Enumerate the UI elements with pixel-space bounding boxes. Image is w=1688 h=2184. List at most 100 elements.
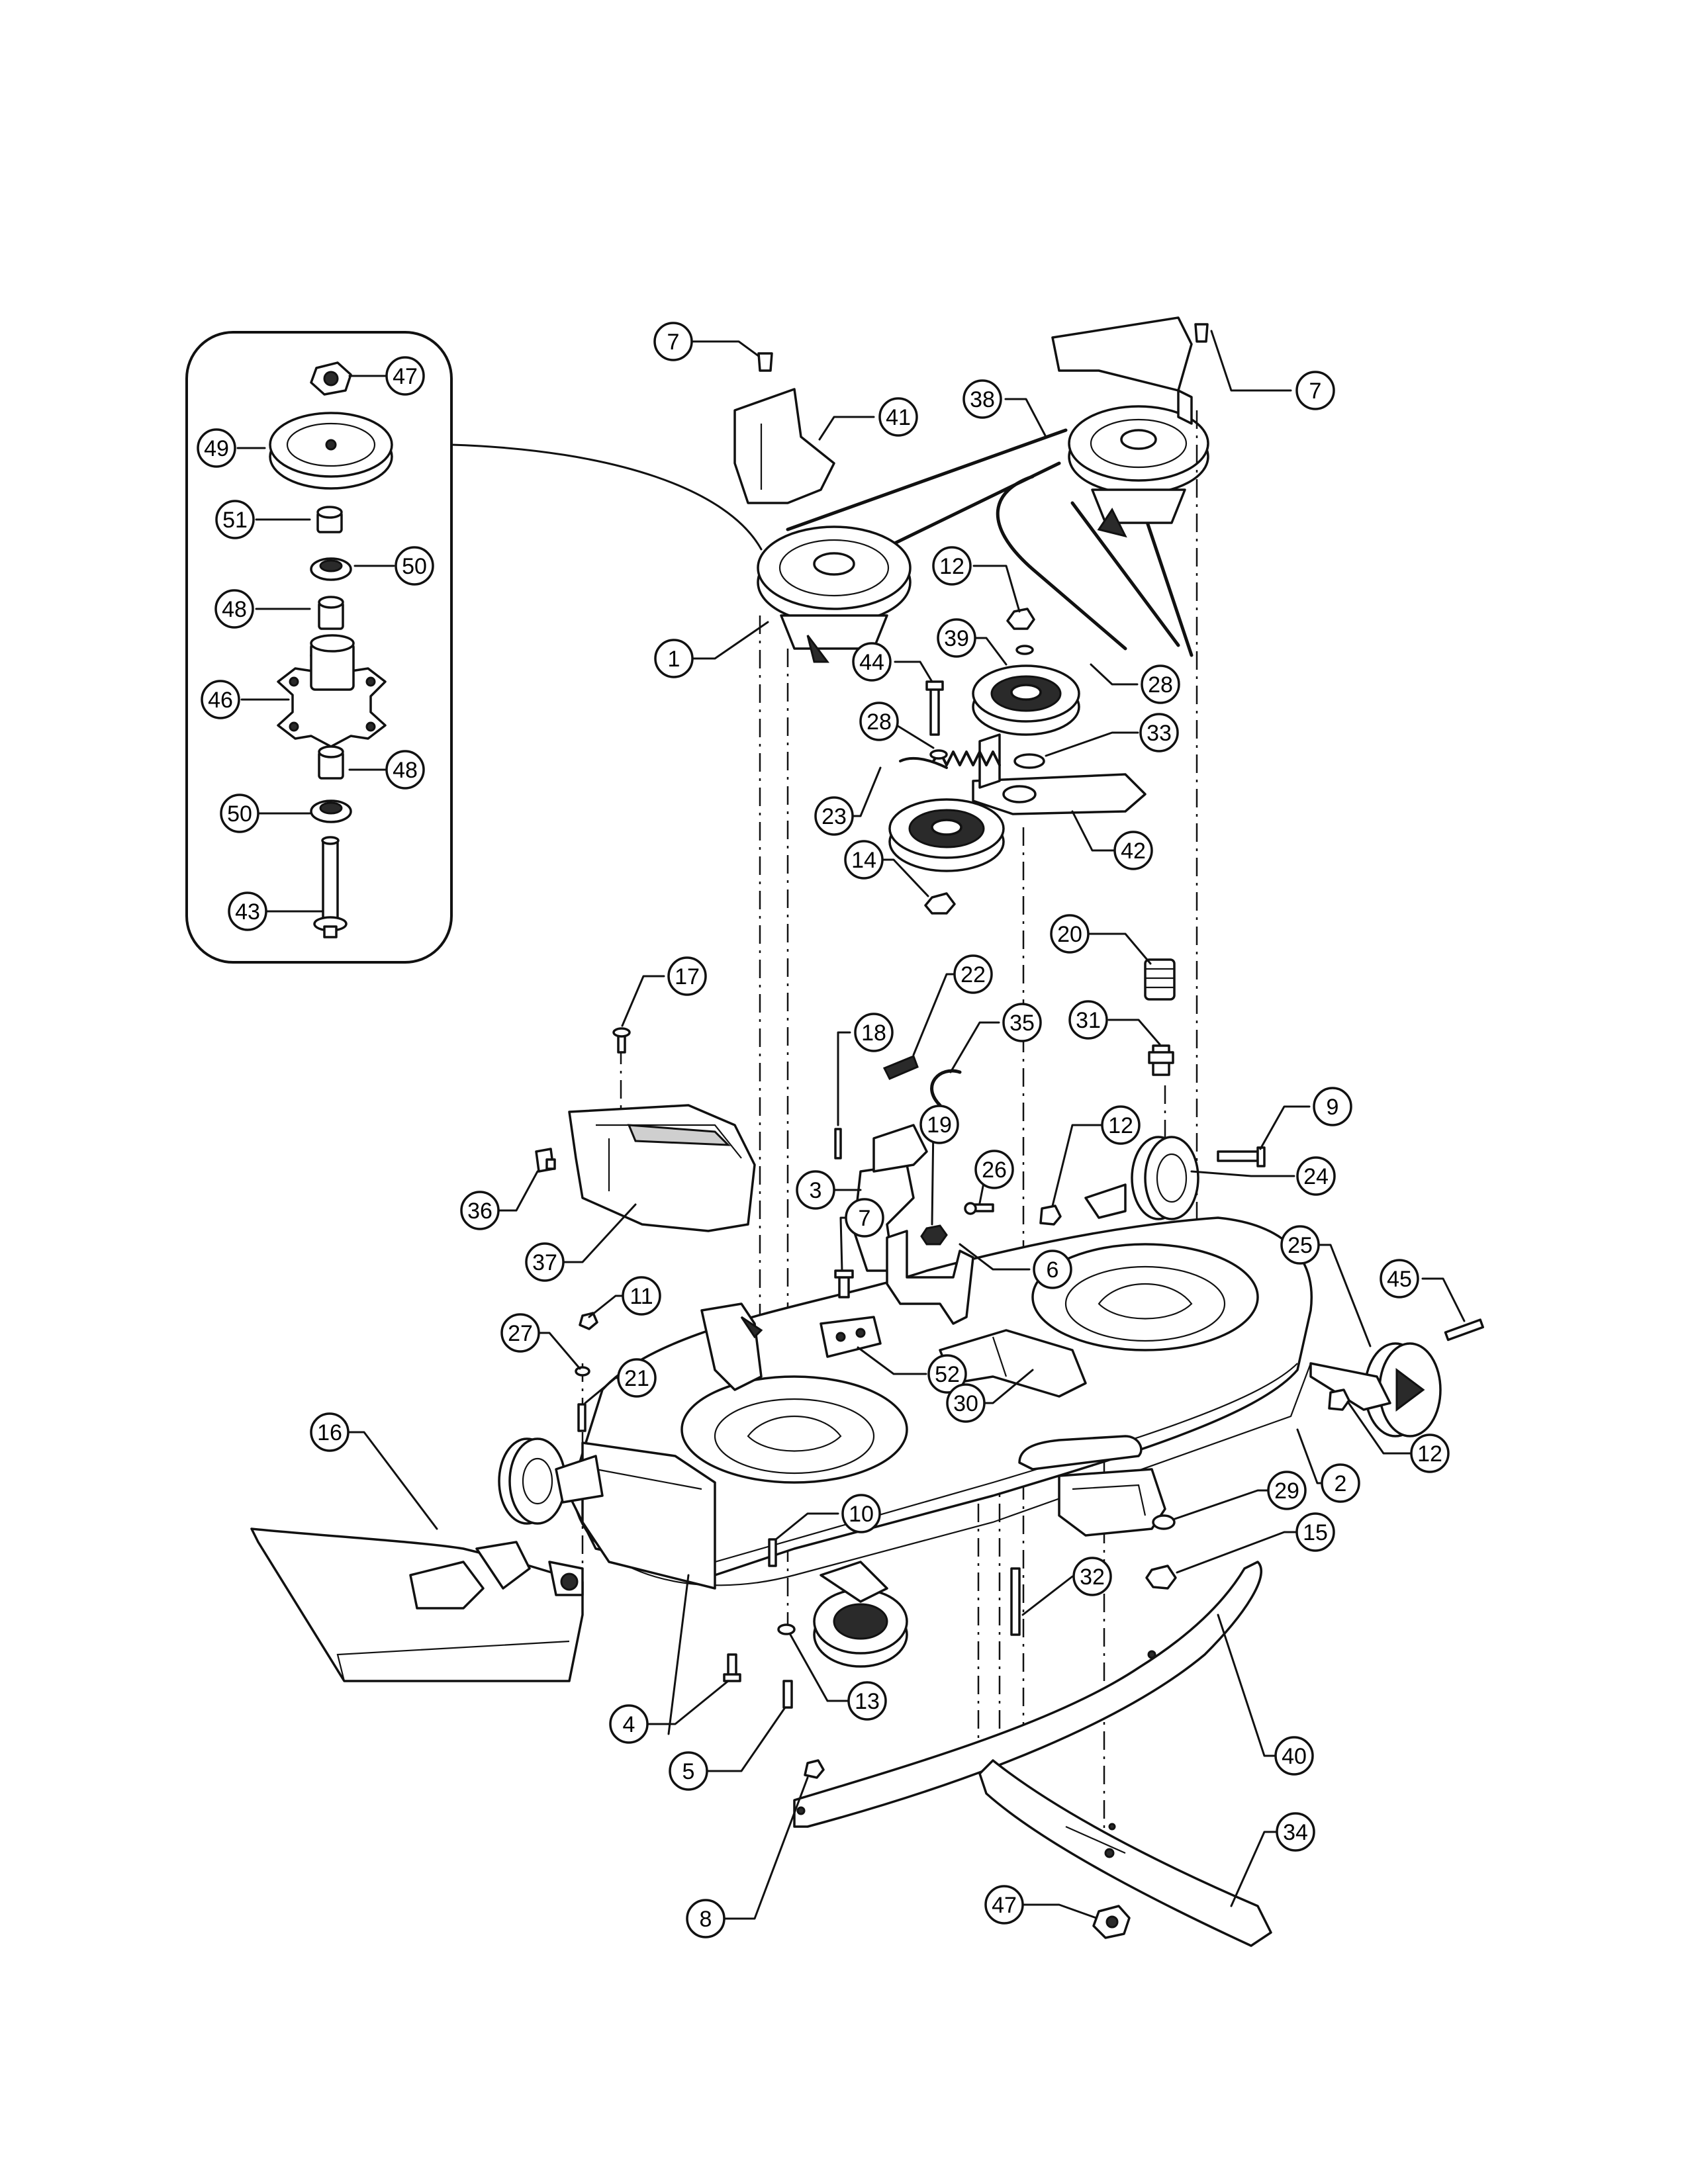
callout-42: 42 <box>1113 831 1153 870</box>
bolt-45 <box>1444 1318 1484 1342</box>
callout-circle <box>1113 831 1153 870</box>
callout-label: 11 <box>630 1284 653 1309</box>
callout-7: 7 <box>1295 371 1335 410</box>
callout-19: 19 <box>919 1105 959 1144</box>
callout-circle <box>1267 1471 1307 1510</box>
bolt-17 <box>612 1027 631 1054</box>
callout-8: 8 <box>686 1899 726 1938</box>
callout-24: 24 <box>1296 1156 1336 1196</box>
wheel-front <box>813 1561 908 1668</box>
callout-45: 45 <box>1380 1259 1419 1298</box>
callout-circle <box>962 379 1002 419</box>
callout-26: 26 <box>974 1150 1014 1189</box>
spring-22 <box>882 1055 919 1080</box>
callout-circle <box>932 546 972 586</box>
blade-34 <box>978 1759 1272 1947</box>
callout-circle <box>854 1013 894 1052</box>
baffle-40 <box>793 1561 1262 1828</box>
small-hardware-lower <box>575 1205 1350 1779</box>
callout-label: 38 <box>970 387 995 412</box>
callout-13: 13 <box>847 1681 887 1721</box>
callout-label: 25 <box>1288 1233 1313 1258</box>
callout-circle <box>460 1191 500 1230</box>
callout-20: 20 <box>1050 914 1090 954</box>
callout-circle <box>617 1358 657 1398</box>
callout-label: 18 <box>861 1021 886 1046</box>
bolt-9 <box>1217 1146 1266 1167</box>
callout-label: 33 <box>1147 721 1172 746</box>
callout-16: 16 <box>310 1412 350 1452</box>
callout-label: 27 <box>508 1321 533 1346</box>
callout-50: 50 <box>220 794 259 833</box>
callout-circle <box>1276 1812 1315 1852</box>
callout-circle <box>214 589 254 629</box>
callout-circle <box>686 1899 726 1938</box>
callout-circle <box>525 1242 565 1282</box>
callout-circle <box>395 546 434 586</box>
callout-circle <box>1141 664 1180 704</box>
callout-label: 16 <box>317 1420 342 1445</box>
callout-label: 32 <box>1080 1565 1105 1590</box>
callout-39: 39 <box>937 618 976 658</box>
callout-label: 47 <box>992 1893 1017 1918</box>
callout-29: 29 <box>1267 1471 1307 1510</box>
callout-label: 4 <box>623 1712 635 1737</box>
callout-circle <box>1050 914 1090 954</box>
callout-7: 7 <box>845 1198 884 1238</box>
callout-label: 28 <box>867 709 892 735</box>
inset-spacer-48b <box>318 745 344 780</box>
belt-38 <box>786 428 1194 657</box>
callout-28: 28 <box>859 702 899 741</box>
callout-label: 7 <box>1309 379 1322 404</box>
bracket-52 <box>820 1316 882 1358</box>
callout-circle <box>669 1751 708 1791</box>
idler-pulley-39 <box>972 664 1080 736</box>
callout-circle <box>1280 1225 1320 1265</box>
callout-12: 12 <box>932 546 972 586</box>
callout-circle <box>1139 713 1179 752</box>
callout-41: 41 <box>878 397 918 437</box>
callout-label: 31 <box>1076 1008 1101 1033</box>
callout-label: 48 <box>222 597 247 622</box>
callout-circle <box>953 954 993 994</box>
belt-shield-right <box>1051 316 1193 425</box>
callout-label: 29 <box>1274 1479 1299 1504</box>
callout-label: 2 <box>1335 1471 1347 1496</box>
callout-circle <box>654 639 694 678</box>
callout-circle <box>937 618 976 658</box>
callout-30: 30 <box>946 1383 986 1423</box>
callout-circle <box>1002 1003 1042 1042</box>
chute-deflector-37 <box>568 1104 756 1232</box>
washer-33 <box>1013 753 1045 769</box>
callout-label: 50 <box>227 801 252 827</box>
callout-48: 48 <box>214 589 254 629</box>
callout-44: 44 <box>852 642 892 682</box>
callout-circle <box>201 680 240 719</box>
callout-circle <box>1068 1000 1108 1040</box>
callout-label: 3 <box>810 1178 822 1203</box>
nut-19 <box>920 1224 948 1246</box>
small-parts-upper <box>757 323 1209 915</box>
bracket-6 <box>886 1230 974 1325</box>
inset-housing-46 <box>277 634 387 748</box>
callout-6: 6 <box>1033 1250 1072 1289</box>
inset-bearing-50a <box>310 557 352 581</box>
callout-circle <box>1313 1087 1352 1126</box>
callout-circle <box>845 1198 884 1238</box>
callout-27: 27 <box>500 1313 540 1353</box>
callout-circle <box>1033 1250 1072 1289</box>
callout-label: 7 <box>667 330 680 355</box>
idler-arm-42 <box>972 733 1147 815</box>
callout-label: 48 <box>393 758 418 783</box>
callout-10: 10 <box>841 1494 881 1533</box>
callout-label: 19 <box>927 1113 952 1138</box>
callout-label: 47 <box>393 364 418 389</box>
wheel-24 <box>1084 1136 1199 1220</box>
callout-circle <box>653 322 693 361</box>
callout-circle <box>667 956 707 996</box>
callout-circle <box>1072 1557 1112 1596</box>
callout-label: 6 <box>1047 1257 1059 1283</box>
callout-circle <box>622 1276 661 1316</box>
callout-circle <box>1295 1512 1335 1552</box>
inset-spacer-48a <box>318 596 344 630</box>
